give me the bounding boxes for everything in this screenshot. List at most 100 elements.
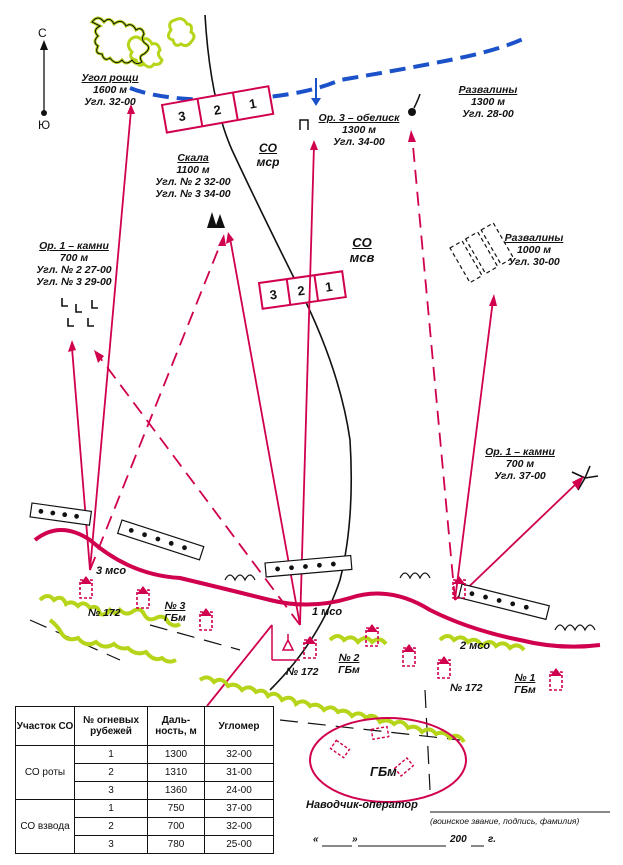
vehicle-172-c: № 172: [450, 682, 483, 694]
date-year-suffix: г.: [488, 834, 496, 845]
table-cell: 32-00: [204, 817, 274, 836]
landmark-range: 700 м: [505, 458, 535, 471]
sector-label-company: СО мср: [248, 141, 288, 170]
road-line: [204, 14, 353, 691]
fire-line-mid-cell-3: 3: [269, 287, 278, 303]
table-header: № огневых рубежей: [74, 706, 148, 746]
gbm-name: ГБм: [164, 612, 186, 625]
landmark-name: Развалины: [458, 84, 518, 96]
landmark-name: Ор. 1 – камни: [485, 446, 555, 458]
landmark-range: 1100 м: [176, 164, 210, 177]
gbm-name: ГБм: [514, 684, 536, 697]
sector-label-platoon: СО мсв: [340, 235, 384, 266]
reserve-area: [309, 717, 467, 803]
fire-line-box-middle: 3 2 1: [257, 270, 347, 310]
landmark-angle-2: Угл. № 2 32-00: [155, 176, 231, 189]
fire-arrows: [71, 109, 579, 626]
sector-top: СО: [352, 235, 372, 250]
table-cell: 700: [147, 817, 205, 836]
lower-vegetation: [38, 594, 526, 744]
table-row: 3 780 25-00: [16, 835, 274, 854]
landmark-name: Ор. 3 – обелиск: [318, 112, 400, 124]
fire-sector-table: Участок СО № огневых рубежей Даль-ность,…: [15, 706, 274, 854]
table-row: 3 1360 24-00: [16, 781, 274, 800]
sector-top: СО: [259, 141, 277, 155]
landmark-stones-left: Ор. 1 – камни 700 м Угл. № 2 27-00 Угл. …: [14, 240, 134, 288]
obstacle-belt-4: [457, 583, 551, 621]
gbm-1-label: № 1 ГБм: [510, 672, 540, 696]
date-close-quote: »: [352, 834, 358, 845]
table-cell: 1300: [147, 745, 205, 764]
wire-obstacle-3: [554, 624, 596, 632]
unit-3-mso: 3 мсо: [96, 565, 127, 577]
fire-line-top-cell-2: 2: [212, 102, 222, 118]
table-cell: 3: [74, 781, 148, 800]
table-cell: 750: [147, 799, 205, 818]
table-row: 2 1310 31-00: [16, 763, 274, 782]
obelisk-symbol: [299, 119, 309, 130]
fire-line-mid-cell-1: 1: [324, 279, 333, 295]
table-cell: 1360: [147, 781, 205, 800]
landmark-name: Скала: [177, 152, 209, 164]
table-header: Даль-ность, м: [147, 706, 205, 746]
table-cell: 3: [74, 835, 148, 854]
gbm-3-label: № 3 ГБм: [160, 600, 190, 624]
fire-line-top-cell-3: 3: [177, 108, 187, 124]
vehicle-172-b: № 172: [286, 666, 319, 678]
landmark-angle: Угл. 28-00: [462, 108, 514, 121]
landmark-range: 700 м: [59, 252, 89, 265]
landmark-angle: Угл. 34-00: [333, 136, 385, 149]
stones-symbol-right: [571, 465, 599, 491]
landmark-angle: Угл. 30-00: [508, 256, 560, 269]
vehicle-172-a: № 172: [88, 607, 121, 619]
table-header: Участок СО: [15, 706, 75, 746]
observation-post: [281, 634, 295, 651]
table-cell: 25-00: [204, 835, 274, 854]
gbm-name: ГБм: [338, 664, 360, 677]
table-row: СО взвода 1 750 37-00: [15, 799, 274, 854]
landmark-rock: Скала 1100 м Угл. № 2 32-00 Угл. № 3 34-…: [138, 152, 248, 200]
table-cell: 37-00: [204, 799, 274, 818]
signature-caption: (воинское звание, подпись, фамилия): [430, 816, 580, 826]
landmark-angle-3: Угл. № 3 34-00: [155, 188, 231, 201]
table-cell: 1: [74, 745, 148, 764]
landmark-angle: Угл. 32-00: [84, 96, 136, 109]
landmark-name: Развалины: [504, 232, 564, 244]
landmark-name: Ор. 1 – камни: [39, 240, 109, 252]
table-row: СО роты 1 1300 32-00: [15, 745, 274, 800]
sector-bottom: мср: [256, 154, 280, 169]
unit-1-mso: 1 мсо: [312, 606, 343, 618]
date-year: 200: [450, 834, 467, 845]
table-cell: 780: [147, 835, 205, 854]
gbm-reserve-label: ГБм: [370, 764, 397, 779]
obstacle-belt-1: [29, 502, 93, 526]
landmark-angle: Угл. 37-00: [494, 470, 546, 483]
table-header: Угломер: [204, 706, 274, 746]
table-cell: 1310: [147, 763, 205, 782]
landmark-range: 1300 м: [470, 96, 506, 109]
table-cell: 31-00: [204, 763, 274, 782]
wire-obstacle-1: [224, 574, 256, 582]
obstacle-belt-3: [264, 554, 353, 578]
landmark-name: Угол рощи: [81, 72, 139, 84]
landmark-angle-2: Угл. № 2 27-00: [36, 264, 112, 277]
unit-2-mso: 2 мсо: [460, 640, 491, 652]
landmark-ruins-2: Развалины 1000 м Угл. 30-00: [484, 232, 584, 268]
obstacle-belt-2: [116, 519, 205, 561]
ruins-dot: [408, 108, 416, 116]
landmark-range: 1300 м: [341, 124, 377, 137]
landmark-obelisk: Ор. 3 – обелиск 1300 м Угл. 34-00: [304, 112, 414, 148]
landmark-grove-corner: Угол рощи 1600 м Угл. 32-00: [60, 72, 160, 108]
landmark-angle-3: Угл. № 3 29-00: [36, 276, 112, 289]
gbm-number: № 2: [338, 652, 360, 664]
rock-symbol: [207, 212, 217, 228]
defense-front-line: [33, 528, 601, 649]
landmark-stones-right: Ор. 1 – камни 700 м Угл. 37-00: [470, 446, 570, 482]
table-cell: 2: [74, 763, 148, 782]
date-open-quote: «: [313, 834, 319, 845]
wire-obstacle-2: [399, 572, 431, 580]
table-group-name: СО роты: [15, 745, 75, 800]
table-cell: 1: [74, 799, 148, 818]
